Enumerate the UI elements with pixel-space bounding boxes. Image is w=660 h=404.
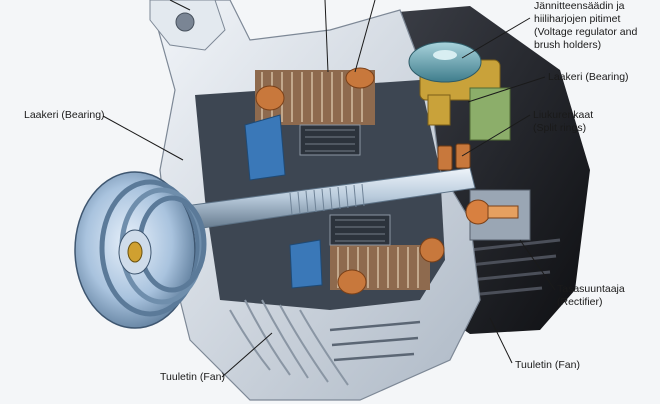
label-fan-left-text: Tuuletin (Fan) xyxy=(160,371,225,384)
label-rectifier: Tasasuuntaaja (Rectifier) xyxy=(557,283,625,309)
label-bearing-left: Laakeri (Bearing) xyxy=(24,109,105,122)
label-bearing-left-text: Laakeri (Bearing) xyxy=(24,109,105,122)
label-voltage-regulator-line3: (Voltage regulator and xyxy=(534,26,637,39)
rectifier xyxy=(466,190,530,240)
label-voltage-regulator-line1: Jännitteensäädin ja xyxy=(534,0,637,13)
mounting-hole xyxy=(176,13,194,31)
label-bearing-right: Laakeri (Bearing) xyxy=(548,71,629,84)
label-rectifier-line1: Tasasuuntaaja xyxy=(557,283,625,296)
label-fan-left: Tuuletin (Fan) xyxy=(160,371,225,384)
label-split-rings-line2: (Split rings) xyxy=(533,122,593,135)
label-fan-right-text: Tuuletin (Fan) xyxy=(515,359,580,372)
label-bearing-right-text: Laakeri (Bearing) xyxy=(548,71,629,84)
label-fan-right: Tuuletin (Fan) xyxy=(515,359,580,372)
label-voltage-regulator: Jännitteensäädin ja hiiliharjojen pitime… xyxy=(534,0,637,52)
label-rectifier-line2: (Rectifier) xyxy=(557,296,625,309)
label-split-rings-line1: Liukurenkaat xyxy=(533,109,593,122)
label-voltage-regulator-line4: brush holders) xyxy=(534,39,637,52)
label-voltage-regulator-line2: hiiliharjojen pitimet xyxy=(534,13,637,26)
label-split-rings: Liukurenkaat (Split rings) xyxy=(533,109,593,135)
